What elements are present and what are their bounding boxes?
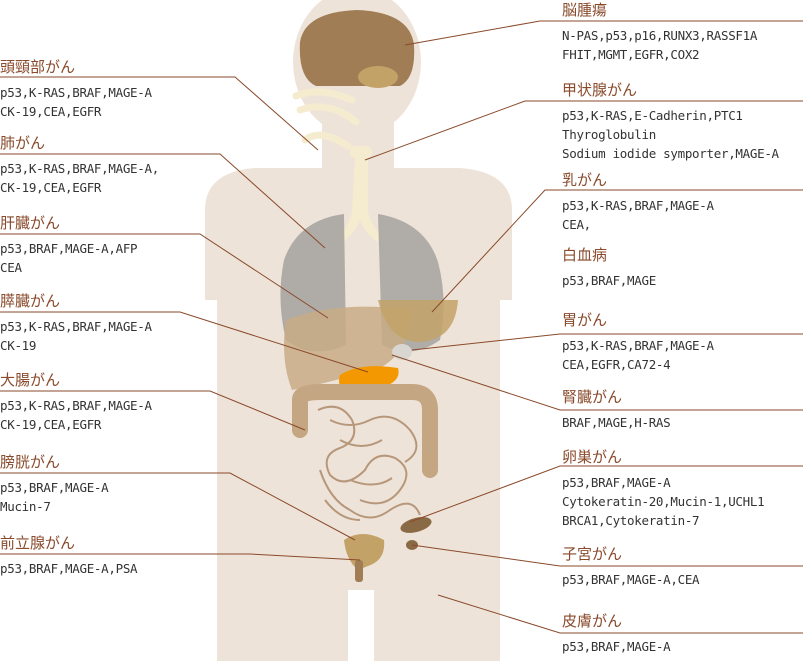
cancer-name: 乳がん <box>562 171 608 189</box>
label-brain-tumor: 脳腫瘍 N-PAS,p53,p16,RUNX3,RASSF1A FHIT,MGM… <box>562 1 757 64</box>
marker-line: BRCA1,Cytokeratin-7 <box>562 513 700 528</box>
marker-line: CEA <box>0 260 22 275</box>
trachea-shape <box>338 146 382 242</box>
marker-line: FHIT,MGMT,EGFR,COX2 <box>562 47 700 62</box>
label-uterine-cancer: 子宮がん p53,BRAF,MAGE-A,CEA <box>562 545 700 589</box>
cancer-name: 脳腫瘍 <box>562 1 608 19</box>
marker-line: CK-19 <box>0 338 37 353</box>
brain-shape <box>299 10 415 88</box>
face-shape <box>292 88 360 150</box>
marker-line: BRAF,MAGE,H-RAS <box>562 415 671 430</box>
marker-line: p53,BRAF,MAGE <box>562 273 656 288</box>
prostate-shape <box>355 560 363 582</box>
marker-line: CK-19,CEA,EGFR <box>0 417 102 432</box>
marker-line: p53,K-RAS,BRAF,MAGE-A, <box>0 161 159 176</box>
marker-line: Sodium iodide symporter,MAGE-A <box>562 146 779 161</box>
marker-line: p53,BRAF,MAGE-A <box>562 639 671 654</box>
label-bladder-cancer: 膀胱がん p53,BRAF,MAGE-A Mucin-7 <box>0 453 109 516</box>
cancer-name: 白血病 <box>562 246 608 264</box>
cancer-name: 膀胱がん <box>0 453 61 471</box>
marker-line: p53,BRAF,MAGE-A <box>0 480 109 495</box>
label-leukemia: 白血病 p53,BRAF,MAGE <box>562 246 656 290</box>
liver-shape <box>284 306 411 390</box>
marker-line: Cytokeratin-20,Mucin-1,UCHL1 <box>562 494 765 509</box>
label-pancreatic-cancer: 膵臓がん p53,K-RAS,BRAF,MAGE-A CK-19 <box>0 292 152 355</box>
marker-line: p53,BRAF,MAGE-A,AFP <box>0 241 138 256</box>
cancer-name: 前立腺がん <box>0 534 76 552</box>
label-thyroid-cancer: 甲状腺がん p53,K-RAS,E-Cadherin,PTC1 Thyroglo… <box>562 81 779 163</box>
label-lung-cancer: 肺がん p53,K-RAS,BRAF,MAGE-A, CK-19,CEA,EGF… <box>0 134 159 197</box>
leader-lines <box>0 20 803 634</box>
marker-line: CEA, <box>562 217 591 232</box>
large-intestine-shape <box>292 384 438 478</box>
cancer-name: 大腸がん <box>0 371 61 389</box>
cancer-name: 子宮がん <box>562 545 623 563</box>
ovary-shape <box>400 517 432 533</box>
marker-line: p53,K-RAS,BRAF,MAGE-A <box>562 338 714 353</box>
bladder-shape <box>344 534 385 570</box>
cancer-name: 胃がん <box>562 311 608 329</box>
stomach-shape <box>378 300 458 342</box>
marker-line: p53,K-RAS,BRAF,MAGE-A <box>0 319 152 334</box>
cancer-name: 膵臓がん <box>0 292 61 310</box>
small-intestine-shape <box>317 405 421 521</box>
label-head-neck-cancer: 頭頸部がん p53,K-RAS,BRAF,MAGE-A CK-19,CEA,EG… <box>0 58 152 121</box>
marker-line: p53,BRAF,MAGE-A <box>562 475 671 490</box>
marker-line: Mucin-7 <box>0 499 51 514</box>
cancer-name: 肺がん <box>0 134 46 152</box>
label-stomach-cancer: 胃がん p53,K-RAS,BRAF,MAGE-A CEA,EGFR,CA72-… <box>562 311 714 374</box>
marker-line: CK-19,CEA,EGFR <box>0 104 102 119</box>
cancer-name: 甲状腺がん <box>562 81 638 99</box>
label-kidney-cancer: 腎臓がん BRAF,MAGE,H-RAS <box>562 388 671 432</box>
marker-line: p53,BRAF,MAGE-A,CEA <box>562 572 700 587</box>
label-breast-cancer: 乳がん p53,K-RAS,BRAF,MAGE-A CEA, <box>562 171 714 234</box>
label-ovarian-cancer: 卵巣がん p53,BRAF,MAGE-A Cytokeratin-20,Muci… <box>562 448 765 530</box>
marker-line: CEA,EGFR,CA72-4 <box>562 357 671 372</box>
label-colorectal-cancer: 大腸がん p53,K-RAS,BRAF,MAGE-A CK-19,CEA,EGF… <box>0 371 152 434</box>
cancer-name: 肝臓がん <box>0 214 61 232</box>
marker-line: N-PAS,p53,p16,RUNX3,RASSF1A <box>562 28 758 43</box>
marker-line: p53,K-RAS,BRAF,MAGE-A <box>0 85 152 100</box>
marker-line: CK-19,CEA,EGFR <box>0 180 102 195</box>
marker-line: p53,K-RAS,BRAF,MAGE-A <box>0 398 152 413</box>
cancer-name: 頭頸部がん <box>0 58 76 76</box>
marker-line: p53,K-RAS,E-Cadherin,PTC1 <box>562 108 743 123</box>
label-liver-cancer: 肝臓がん p53,BRAF,MAGE-A,AFP CEA <box>0 214 138 277</box>
cancer-name: 皮膚がん <box>562 612 623 630</box>
cancer-name: 腎臓がん <box>562 388 623 406</box>
marker-line: p53,K-RAS,BRAF,MAGE-A <box>562 198 714 213</box>
kidney-shape <box>392 344 412 360</box>
marker-line: Thyroglobulin <box>562 127 656 142</box>
marker-line: p53,BRAF,MAGE-A,PSA <box>0 561 138 576</box>
label-skin-cancer: 皮膚がん p53,BRAF,MAGE-A <box>562 612 671 656</box>
label-prostate-cancer: 前立腺がん p53,BRAF,MAGE-A,PSA <box>0 534 138 578</box>
cancer-name: 卵巣がん <box>562 448 623 466</box>
